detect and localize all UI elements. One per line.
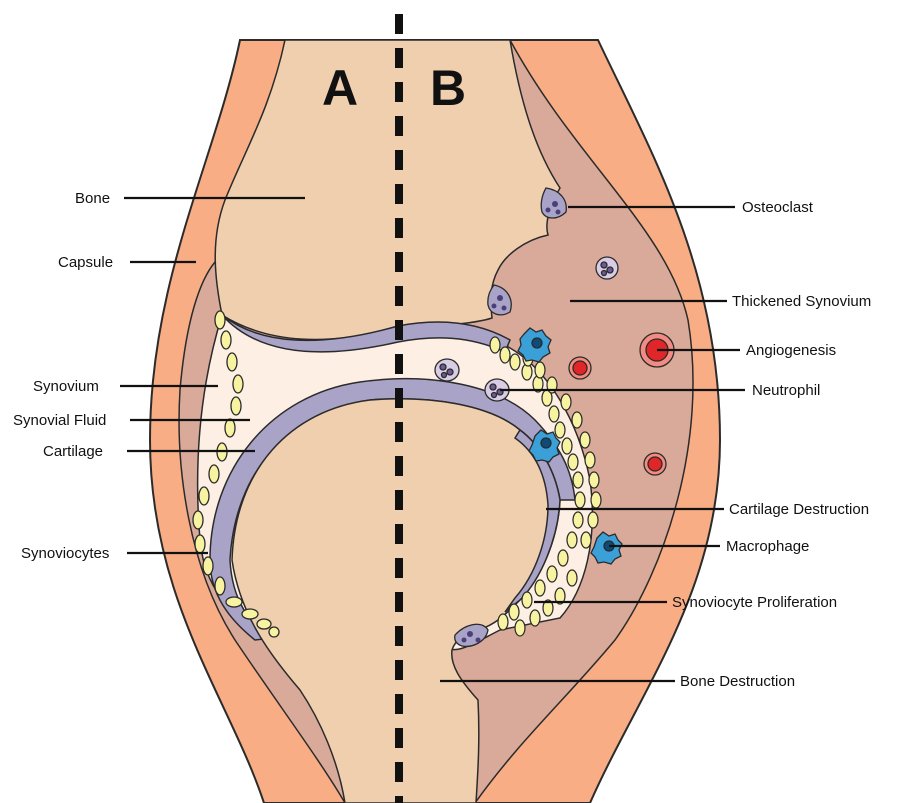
label-neutrophil: Neutrophil (752, 382, 820, 399)
label-angiogenesis: Angiogenesis (746, 342, 836, 359)
label-cartilage-destruction: Cartilage Destruction (729, 501, 869, 518)
label-synovium: Synovium (33, 378, 99, 395)
label-cartilage: Cartilage (43, 443, 103, 460)
label-osteoclast: Osteoclast (742, 199, 814, 216)
label-bone: Bone (75, 190, 110, 207)
label-synoviocytes: Synoviocytes (21, 545, 109, 562)
panel-label-a: A (322, 60, 358, 116)
label-thickened-synovium: Thickened Synovium (732, 293, 871, 310)
label-macrophage: Macrophage (726, 538, 809, 555)
label-synovial-fluid: Synovial Fluid (13, 412, 106, 429)
label-capsule: Capsule (58, 254, 113, 271)
label-bone-destruction: Bone Destruction (680, 673, 795, 690)
label-synoviocyte-proliferation: Synoviocyte Proliferation (672, 594, 837, 611)
panel-label-b: B (430, 60, 466, 116)
